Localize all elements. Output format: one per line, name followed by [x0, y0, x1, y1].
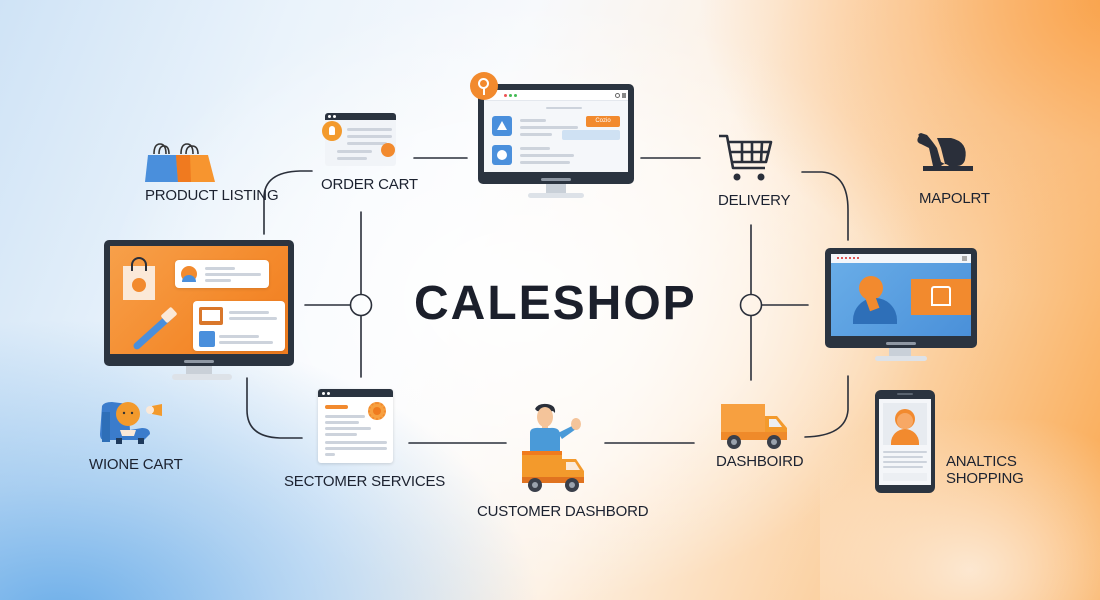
abstract-logo-icon — [917, 133, 973, 171]
delivery-truck-icon — [721, 404, 787, 449]
customer-dashbord-node: CUSTOMER DASHBORD — [475, 403, 649, 521]
shopping-label: SHOPPING — [946, 470, 1024, 487]
browser-window-badge-icon — [322, 113, 396, 166]
wione-cart-node: WIONE CART — [88, 400, 198, 475]
armchair-person-icon — [100, 402, 162, 444]
left-monitor-node — [104, 240, 296, 385]
dashboird-label: DASHBOIRD — [716, 453, 804, 470]
mapolrt-node: MAPOLRT — [915, 132, 995, 212]
delivery-label: DELIVERY — [718, 192, 791, 209]
document-certificate-icon — [318, 389, 393, 463]
search-pin-icon — [470, 72, 498, 100]
cozio-button[interactable]: Cozio — [586, 116, 620, 127]
dashboird-node: DASHBOIRD — [715, 400, 815, 475]
sectomer-services-label: SECTOMER SERVICES — [284, 473, 446, 490]
analtics-label: ANALTICS — [946, 453, 1017, 470]
smartphone-profile-icon — [875, 390, 935, 493]
customer-dashbord-label: CUSTOMER DASHBORD — [477, 503, 649, 520]
mapolrt-label: MAPOLRT — [919, 190, 990, 207]
person-delivery-truck-icon — [522, 403, 584, 492]
shopping-cart-icon — [719, 134, 773, 181]
product-listing-node: PRODUCT LISTING — [145, 140, 279, 210]
desktop-monitor-icon — [825, 248, 977, 348]
product-listing-label: PRODUCT LISTING — [145, 187, 279, 204]
shopping-bags-icon — [145, 143, 215, 182]
analtics-shopping-node: ANALTICS SHOPPING — [875, 390, 1045, 495]
order-cart-node: ORDER CART — [318, 110, 428, 195]
right-monitor-node — [825, 248, 980, 366]
order-cart-label: ORDER CART — [321, 176, 418, 193]
top-monitor-node: Cozio — [470, 70, 640, 202]
brand-title: CALESHOP — [414, 277, 697, 330]
sectomer-services-node: SECTOMER SERVICES — [283, 388, 445, 493]
desktop-monitor-icon: Cozio — [478, 84, 634, 184]
desktop-monitor-icon — [104, 240, 294, 366]
delivery-node: DELIVERY — [715, 132, 795, 212]
wione-cart-label: WIONE CART — [89, 456, 183, 473]
